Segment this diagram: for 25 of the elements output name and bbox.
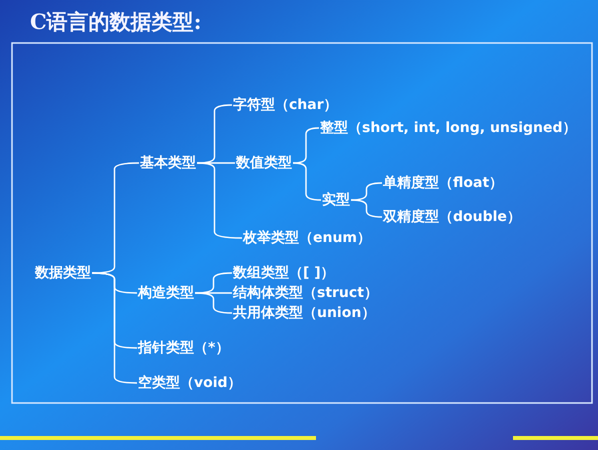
brace [197, 162, 242, 239]
type-label: 共用体类型（union） [233, 304, 376, 322]
type-label: 空类型（void） [138, 374, 242, 392]
title: C语言的数据类型: [30, 8, 202, 36]
brace [195, 292, 232, 314]
type-label: 指针类型（*） [138, 339, 230, 357]
type-label: 构造类型 [138, 284, 194, 302]
brace [197, 104, 232, 164]
type-label: 数组类型（[ ]） [233, 264, 335, 282]
brace [195, 272, 232, 294]
type-label: 数值类型 [236, 154, 292, 172]
type-label: 双精度型（double） [383, 208, 521, 226]
brace [350, 199, 382, 218]
brace [350, 182, 382, 201]
type-label: 数据类型 [35, 264, 91, 282]
type-label: 字符型（char） [233, 96, 338, 114]
type-label: 实型 [322, 191, 350, 209]
type-label: 整型（short, int, long, unsigned） [320, 119, 577, 137]
type-label: 结构体类型（struct） [233, 284, 378, 302]
brace [92, 272, 137, 384]
type-label: 基本类型 [140, 154, 196, 172]
type-label: 单精度型（float） [383, 174, 504, 192]
brace [292, 162, 322, 201]
brace [92, 162, 139, 274]
type-label: 枚举类型（enum） [243, 229, 372, 247]
